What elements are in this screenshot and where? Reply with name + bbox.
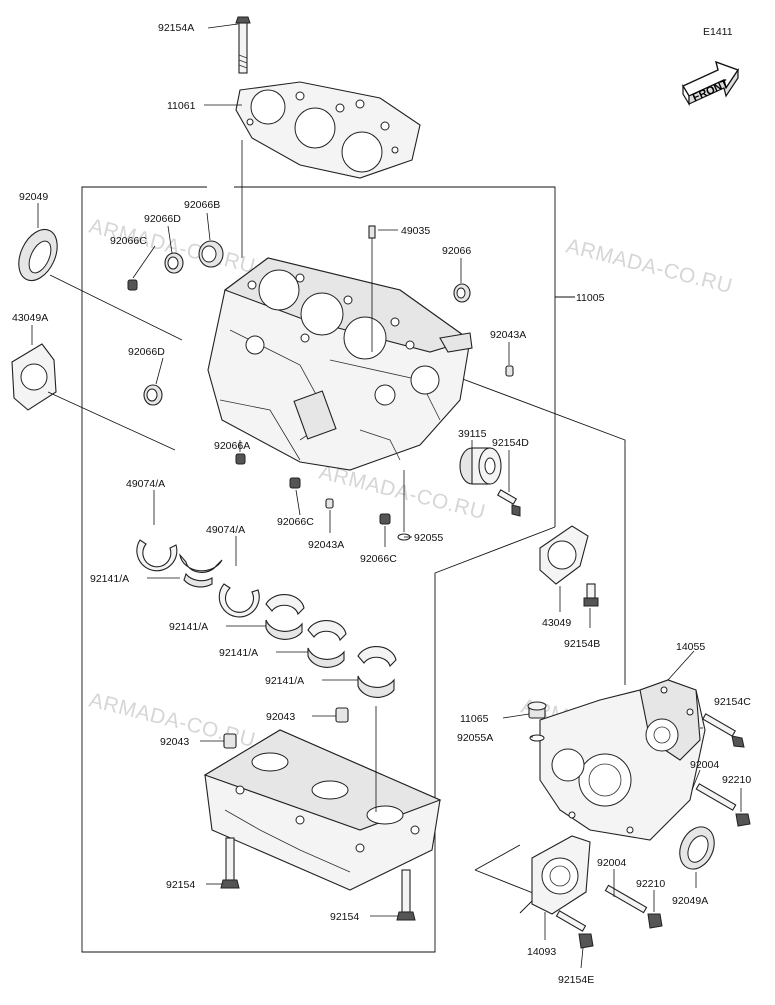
bolt-92154-left-icon [220,837,240,889]
label-92055A: 92055A [457,732,493,744]
label-92154A: 92154A [158,22,194,34]
plug-92066D-top-icon [164,252,184,274]
label-92154B: 92154B [564,638,600,650]
label-92066C-low: 92066C [360,553,397,565]
label-49035: 49035 [401,225,430,237]
seal-92049-icon [18,228,58,282]
label-92210-upper: 92210 [722,774,751,786]
bolt-92154B-icon [583,583,599,607]
label-92066C-top: 92066C [110,235,147,247]
label-92049A: 92049A [672,895,708,907]
label-92141A-3: 92141/A [219,647,258,659]
label-92049: 92049 [19,191,48,203]
label-92141A-2: 92141/A [169,621,208,633]
label-92066: 92066 [442,245,471,257]
bolt-92154E-icon [555,910,594,949]
label-92066B: 92066B [184,199,220,211]
label-92141A-1: 92141/A [90,573,129,585]
thrust-washer-49074A-mid-icon [218,583,260,618]
label-92043A-mid: 92043A [308,539,344,551]
plug-92066B-icon [198,240,224,268]
pin-49035-icon [368,225,376,239]
bolt-92154C-icon [702,713,745,748]
label-92066D-top: 92066D [144,213,181,225]
label-49074A-left: 49074/A [126,478,165,490]
plug-92066C-top-icon [127,279,138,291]
plug-92066C-low-icon [379,513,391,525]
plug-92066D-left-icon [143,384,163,406]
label-92154D: 92154D [492,437,529,449]
label-39115: 39115 [458,428,487,440]
dowel-92043-left-icon [223,733,237,749]
watermarks: ARMADA-CO.RU ARMADA-CO.RU ARMADA-CO.RU A… [87,215,735,759]
label-14093: 14093 [527,946,556,958]
gasket-43049A-icon [11,343,57,411]
bolt-92154D-icon [496,489,521,517]
seal-92049A-icon [679,826,715,870]
pin-92043A-mid-icon [325,498,334,509]
part-labels: 92154A 11061 92049 92066D 92066B 92066C … [12,22,751,986]
label-92154E: 92154E [558,974,594,986]
label-92043-left: 92043 [160,736,189,748]
bolt-92154A-icon [235,16,251,74]
plug-92066-icon [453,283,471,303]
label-92154C: 92154C [714,696,751,708]
label-92004-upper: 92004 [690,759,719,771]
label-92210-lower: 92210 [636,878,665,890]
bearing-92141A-4-icon [357,646,397,698]
cylinder-block-11005-icon [207,257,473,471]
plug-92066A-icon [235,453,246,465]
label-92043A-right: 92043A [490,329,526,341]
leader-lines [31,23,742,969]
label-43049: 43049 [542,617,571,629]
head-gasket-11061-icon [235,81,421,179]
nut-92210-upper-icon [735,813,751,827]
label-92154-left: 92154 [166,879,195,891]
gasket-43049-icon [539,525,589,585]
lower-crankcase-icon [203,729,442,891]
stud-92004-lower-icon [604,884,648,914]
bearing-92141A-3-icon [307,620,347,668]
cover-14093-icon [531,835,591,915]
plug-92066C-mid-icon [289,477,301,489]
label-92043-top: 92043 [266,711,295,723]
label-92066D-left: 92066D [128,346,165,358]
label-14055: 14055 [676,641,705,653]
label-11065: 11065 [460,713,489,725]
label-92055: 92055 [414,532,443,544]
label-92066C-mid: 92066C [277,516,314,528]
pin-92043A-right-icon [505,365,514,377]
label-92154-bottom: 92154 [330,911,359,923]
oring-92055A-icon [529,734,545,742]
label-11061: 11061 [167,100,196,112]
thrust-washer-49074A-left-icon [136,539,178,572]
diagram-code: E1411 [703,26,733,38]
relief-valve-39115-icon [459,447,502,485]
nut-92210-lower-icon [647,913,663,929]
label-92141A-4: 92141/A [265,675,304,687]
label-49074A-mid: 49074/A [206,524,245,536]
label-11005: 11005 [576,292,605,304]
bearing-92141A-2-icon [265,594,305,640]
frame-lines [81,186,626,953]
label-92004-lower: 92004 [597,857,626,869]
cap-11065-icon [527,701,547,719]
bearing-92141A-1-icon [179,553,223,588]
label-92066A: 92066A [214,440,250,452]
front-arrow-icon: FRONT [681,60,740,107]
label-43049A: 43049A [12,312,48,324]
watermark-2: ARMADA-CO.RU [564,235,735,299]
dowel-92043-top-icon [335,707,349,723]
stud-92004-upper-icon [695,783,737,811]
gear-cover-14055-icon [539,679,706,841]
bolt-92154-bottom-icon [396,869,416,921]
